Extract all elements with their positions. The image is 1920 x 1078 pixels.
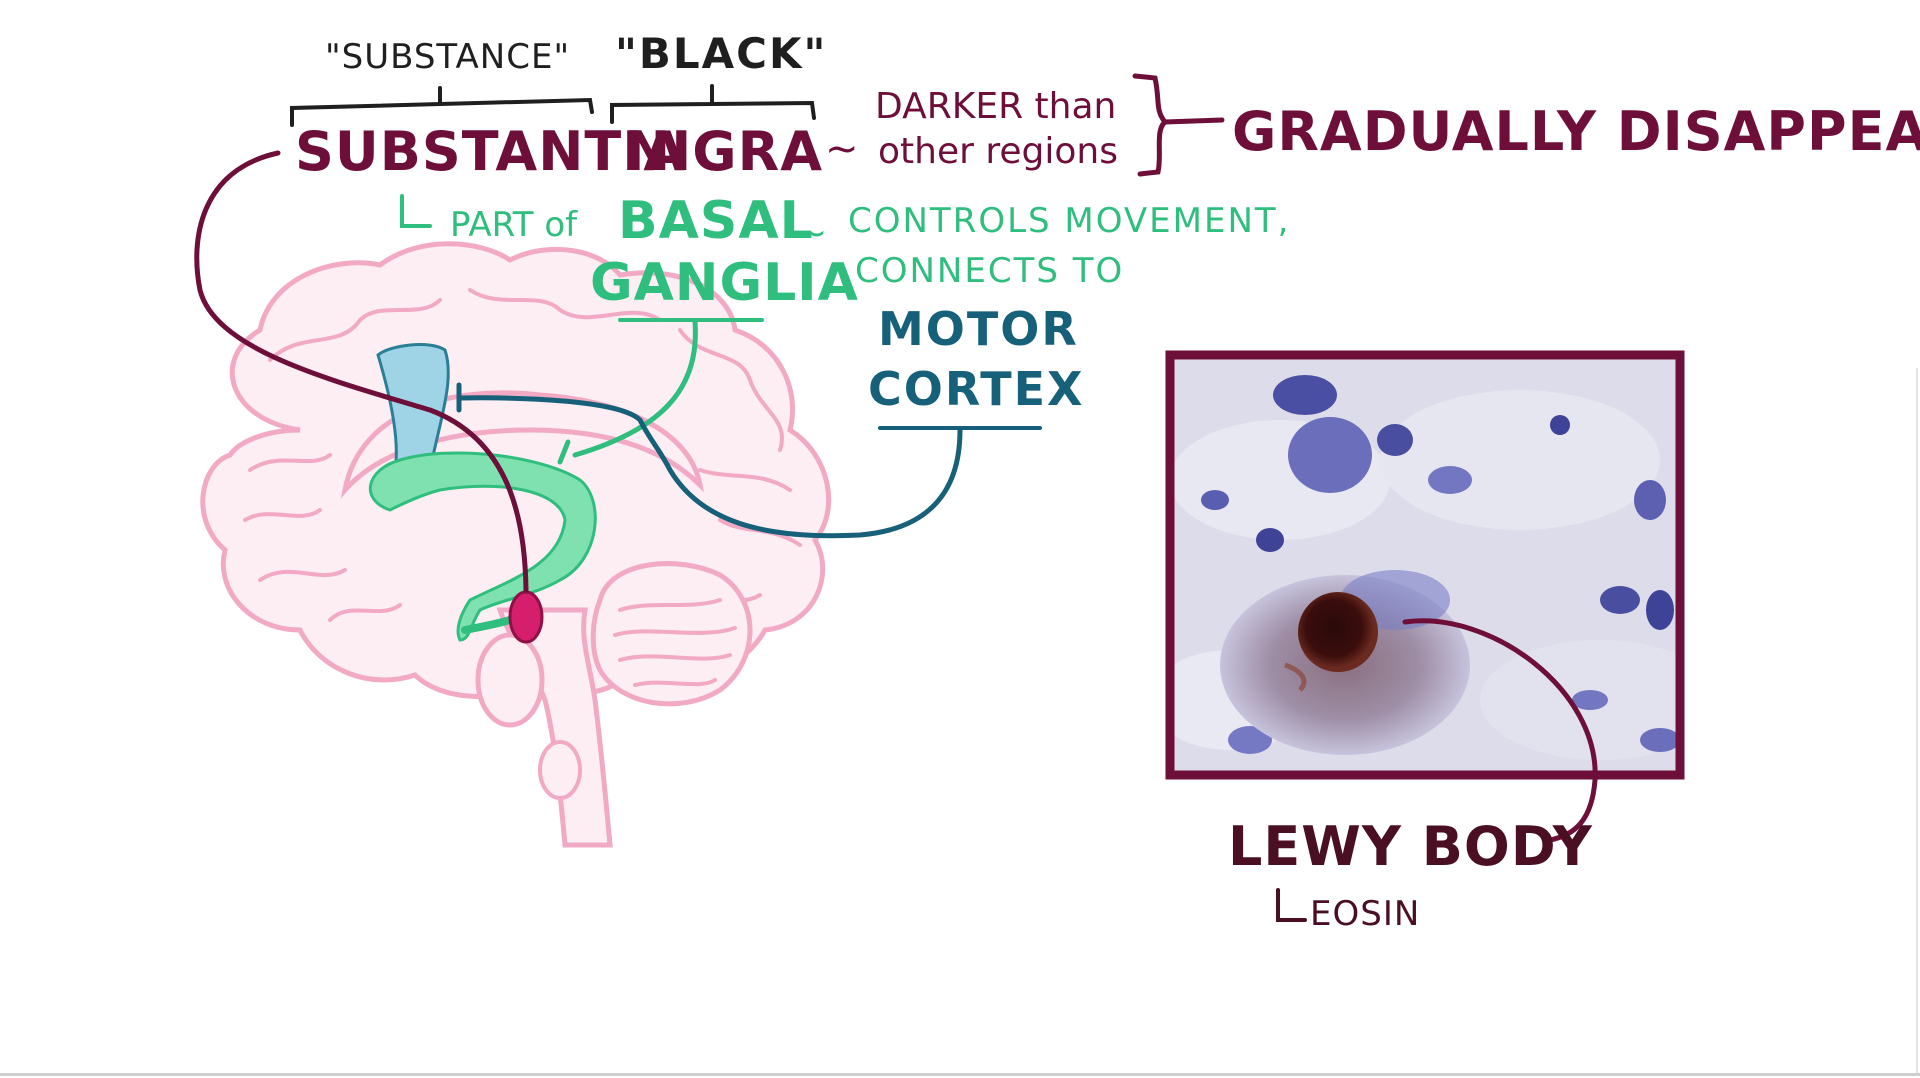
nucleus bbox=[1201, 490, 1229, 510]
part-of-label: PART of bbox=[450, 205, 578, 245]
pons bbox=[475, 632, 545, 728]
basal-label: BASAL bbox=[618, 191, 814, 251]
nucleus bbox=[1377, 424, 1413, 456]
nucleus bbox=[1550, 415, 1570, 435]
bottom-edge-rule bbox=[0, 1073, 1920, 1076]
substantia-pointer-line bbox=[194, 150, 529, 593]
ganglia-tilde: ~ bbox=[797, 213, 827, 254]
ganglia-pointer-tick bbox=[557, 439, 571, 465]
nigra-bracket bbox=[610, 84, 816, 124]
substantia-bracket bbox=[290, 86, 594, 127]
substance-quote-label: "SUBSTANCE" bbox=[325, 37, 570, 77]
lewy-body-pointer bbox=[1402, 618, 1598, 843]
nigra-label: NIGRA bbox=[625, 120, 823, 183]
nucleus bbox=[1634, 480, 1666, 520]
cerebellum-folia bbox=[613, 598, 737, 687]
substantia-label: SUBSTANTIA bbox=[295, 120, 686, 183]
nucleus bbox=[1646, 590, 1674, 630]
nucleus bbox=[1228, 726, 1272, 754]
nucleus bbox=[1600, 586, 1640, 614]
motor-label: MOTOR bbox=[878, 302, 1079, 356]
basal-ganglia bbox=[368, 451, 597, 642]
gradually-disappears-label: GRADUALLY DISAPPEARS bbox=[1232, 100, 1920, 163]
substantia-nigra-region bbox=[508, 590, 544, 644]
nucleus bbox=[1273, 375, 1337, 415]
nucleus bbox=[1428, 466, 1472, 494]
eosin-corner bbox=[1276, 888, 1307, 922]
eosin-label: EOSIN bbox=[1310, 894, 1420, 934]
connects-to-label: CONNECTS TO bbox=[855, 251, 1124, 291]
darker-line-1: DARKER than bbox=[875, 86, 1116, 127]
brain-sagittal-icon bbox=[200, 241, 832, 848]
cortex-label: CORTEX bbox=[868, 362, 1084, 416]
ganglia-pointer-line bbox=[572, 319, 698, 458]
nucleus bbox=[1256, 528, 1284, 552]
lewy-body-micrograph bbox=[1165, 350, 1685, 780]
right-edge-rule bbox=[1916, 368, 1918, 1073]
nucleus bbox=[1640, 728, 1680, 752]
darker-tilde: ~ bbox=[825, 126, 859, 172]
micrograph-frame bbox=[1165, 350, 1685, 780]
part-of-corner bbox=[400, 194, 432, 228]
medulla bbox=[538, 740, 582, 800]
black-quote-label: "BLACK" bbox=[615, 29, 827, 78]
nucleus bbox=[1572, 690, 1608, 710]
nucleus bbox=[1288, 417, 1372, 493]
darker-line-2: other regions bbox=[878, 131, 1118, 172]
lewy-body-label: LEWY BODY bbox=[1228, 815, 1593, 878]
gradually-brace bbox=[1132, 73, 1225, 177]
ganglia-label: GANGLIA bbox=[590, 253, 859, 313]
controls-movement-label: CONTROLS MOVEMENT, bbox=[848, 201, 1291, 241]
motor-cortex-loop-line bbox=[457, 395, 963, 539]
lewy-body-inclusion bbox=[1298, 592, 1378, 672]
